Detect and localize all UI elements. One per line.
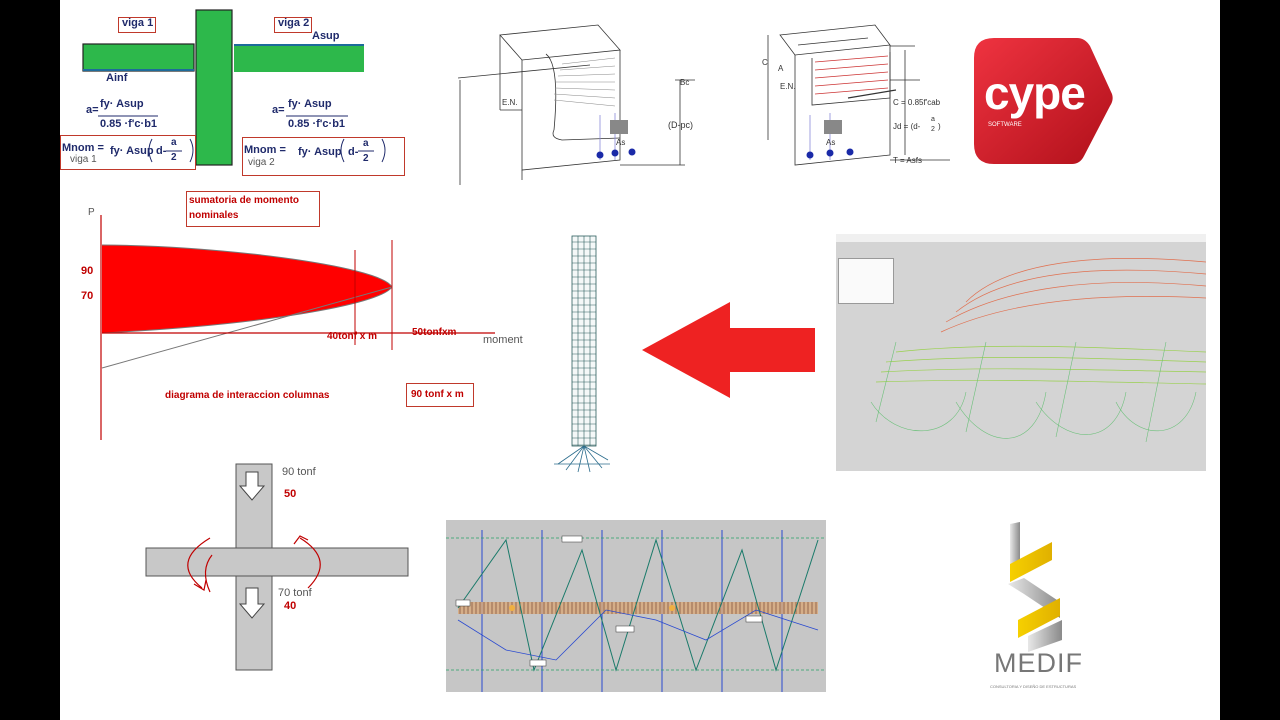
mnom2-frac-num: a [363, 138, 369, 149]
moment-50-label: 50tonfxm [412, 327, 457, 338]
formula-a1-prefix: a= [86, 104, 99, 116]
diagram-caption: diagrama de interaccion columnas [165, 390, 330, 401]
mnom1-frac-den: 2 [171, 152, 177, 163]
mnom2-d: d- [348, 146, 359, 158]
top-load-label: 90 tonf [282, 466, 316, 478]
bc-label: Bc [680, 78, 690, 87]
mnom1-label: Mnom = [62, 142, 104, 154]
viga1-box [118, 17, 156, 33]
mnom1-box [60, 135, 196, 170]
t-force-label: T = Asfs [893, 156, 922, 165]
mnom1-sub: viga 1 [70, 154, 97, 165]
cype-logo: cype SOFTWARE [972, 36, 1117, 171]
formula-a2-num: fy· Asup [288, 98, 332, 110]
formula-a2-prefix: a= [272, 104, 285, 116]
interaction-fill [102, 245, 392, 333]
medif-logo-name: MEDIF [994, 648, 1083, 678]
cype-logo-word: cype [984, 67, 1086, 119]
formula-a1-num: fy· Asup [100, 98, 144, 110]
viga2-label: viga 2 [278, 17, 310, 29]
as-label-2: As [826, 138, 836, 147]
mnom2-label: Mnom = [244, 144, 286, 156]
reinforcement-sketch [446, 530, 826, 692]
beam-reinforcement-drawing [446, 520, 826, 692]
mnom2-sub: viga 2 [248, 157, 275, 168]
dpc-label: (D-pc) [668, 120, 693, 130]
stress-block-sketch [457, 24, 950, 185]
ainf-label: Ainf [106, 72, 128, 84]
node-cross-sketch [145, 463, 409, 671]
surface-wireframe [870, 258, 1206, 443]
options-dialog [838, 258, 894, 304]
c-force-label: C = 0.85f'cab [893, 98, 941, 107]
a-dim-label: A [778, 64, 784, 73]
mnom2-expr: fy· Asup [298, 146, 342, 158]
sumatoria-label: sumatoria de momento nominales [189, 195, 300, 221]
formula-a1-den: 0.85 ·f'c·b1 [100, 118, 158, 130]
top-load-value: 50 [284, 488, 297, 500]
medif-logo-mark [1008, 522, 1062, 652]
jd-frac-num: a [931, 116, 935, 123]
beam-column-panel: viga 1 viga 2 Asup Ainf a= fy· Asup 0.85… [60, 0, 420, 180]
interaction-diagram: P sumatoria de momento nominales 90 70 4… [60, 185, 540, 445]
node-cross-diagram: 90 tonf 50 70 tonf 40 [140, 460, 440, 675]
slide-canvas: viga 1 viga 2 Asup Ainf a= fy· Asup 0.85… [60, 0, 1220, 720]
viga2-box [274, 17, 312, 33]
value-70-label: 70 [81, 290, 94, 302]
cype-logo-shape [974, 38, 1113, 164]
formula-a2-den: 0.85 ·f'c·b1 [288, 118, 346, 130]
interaction-curve [100, 215, 495, 440]
jd-label: Jd = (d- [893, 122, 921, 131]
moment-90-label: 90 tonf x m [411, 389, 464, 400]
asup-label: Asup [312, 30, 340, 42]
stress-diagram-panel: E.N. As (D-pc) Bc E.N. As C A C = 0.85f'… [450, 20, 970, 190]
sumatoria-box [186, 191, 320, 227]
mnom1-d: d- [156, 145, 167, 157]
mnom1-frac-num: a [171, 137, 177, 148]
column-mesh-sketch [554, 235, 610, 473]
surface-plot-screenshot [836, 234, 1206, 471]
viga1-label: viga 1 [122, 17, 154, 29]
moment-axis-label: moment [483, 334, 523, 346]
mnom2-box [242, 137, 405, 176]
as-label-1: As [616, 138, 626, 147]
c-dim-label: C [762, 58, 768, 67]
column-mesh-model [550, 232, 610, 477]
medif-logo-tagline: CONSULTORIA Y DISEÑO DE ESTRUCTURAS [990, 684, 1077, 689]
beam-column-sketch [82, 9, 386, 166]
bottom-load-label: 70 tonf [278, 587, 312, 599]
mnom2-frac-den: 2 [363, 153, 369, 164]
bottom-load-value: 40 [284, 600, 297, 612]
en-label-2: E.N. [780, 82, 796, 91]
value-90-label: 90 [81, 265, 94, 277]
jd-frac-den: 2 [931, 126, 935, 133]
en-label-1: E.N. [502, 98, 518, 107]
moment-40-label: 40tonf x m [327, 331, 378, 342]
p-axis-label: P [88, 207, 95, 218]
jd-close: ) [938, 122, 941, 131]
mnom1-expr: fy· Asup [110, 145, 154, 157]
left-arrow-shape [642, 302, 815, 398]
medif-logo: MEDIF CONSULTORIA Y DISEÑO DE ESTRUCTURA… [980, 520, 1100, 695]
moment-90-box [406, 383, 474, 407]
cype-logo-sub: SOFTWARE [988, 122, 1022, 128]
